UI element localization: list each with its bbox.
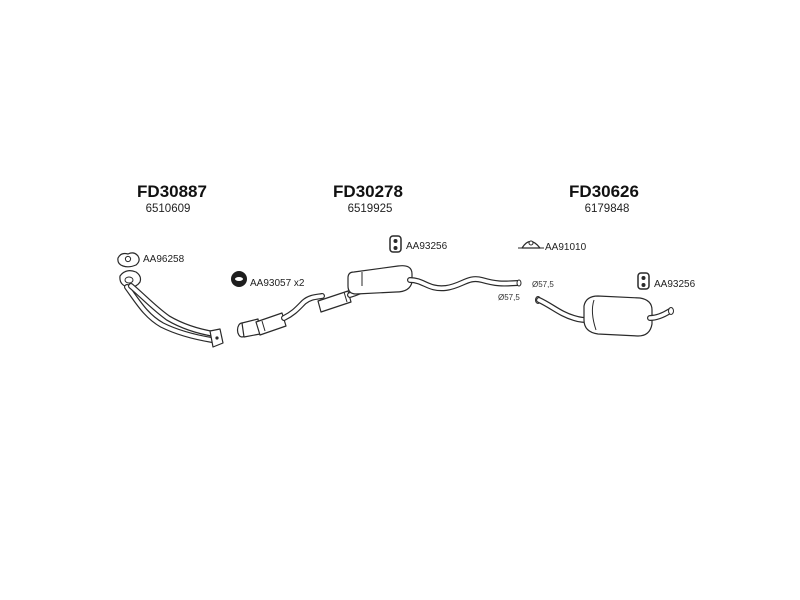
oe-number: 6510609 [146,203,191,215]
accessory-gasket: AA96258 [117,252,185,268]
rear-silencer-drawing [535,295,674,337]
diameter-label: Ø57,5 [532,280,554,289]
part-header-front-pipe: FD30887 6510609 [137,182,207,215]
gasket-icon [117,252,140,268]
accessory-rubber-hanger: AA93256 [389,235,448,253]
rubber-hanger-icon [389,235,402,253]
rubber-ring-icon [231,271,247,287]
part-code: FD30278 [333,182,403,201]
diameter-label: Ø57,5 [498,293,520,302]
accessory-label: AA91010 [545,242,587,253]
rubber-hanger-icon [637,272,650,290]
oe-number: 6519925 [348,203,393,215]
accessory-rubber-ring: AA93057 x2 [231,271,305,289]
front-pipe-drawing [119,270,224,348]
accessory-label: AA93256 [654,279,696,290]
part-header-rear-silencer: FD30626 6179848 [569,182,639,215]
middle-section-drawing [236,265,522,338]
oe-number: 6179848 [585,203,630,215]
part-code: FD30887 [137,182,207,201]
accessory-pipe-clamp: AA91010 [518,240,587,253]
accessory-label: AA96258 [143,254,185,265]
part-header-middle-section: FD30278 6519925 [333,182,403,215]
pipe-clamp-icon [518,240,544,249]
accessory-label: AA93256 [406,241,448,252]
accessory-rubber-hanger: AA93256 [637,272,696,290]
accessory-label: AA93057 x2 [250,278,305,289]
part-code: FD30626 [569,182,639,201]
